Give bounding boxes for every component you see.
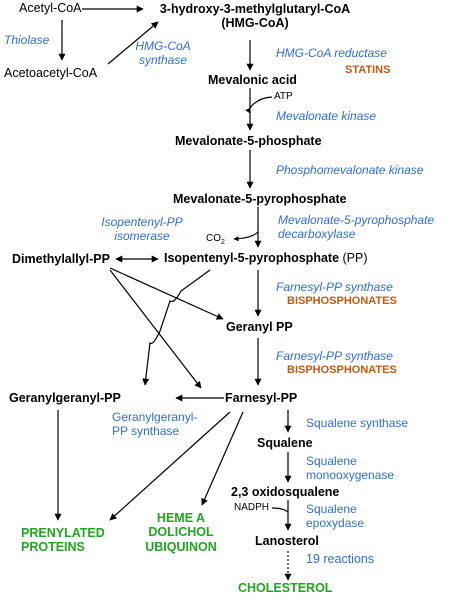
isopentenyl-pp-name: Isopentenyl-5-pyrophosphate — [164, 251, 340, 265]
hmg-coa-label: 3-hydroxy-3-methylglutaryl-CoA (HMG-CoA) — [142, 2, 368, 31]
ggpp-synthase-line1: Geranylgeranyl- — [112, 410, 198, 424]
arrow-acetoacetyl-to-hmg — [107, 21, 159, 65]
nadph-label: NADPH — [234, 502, 270, 513]
mevalonic-acid-label: Mevalonic acid — [208, 73, 297, 87]
prenylated-line2: PROTEINS — [21, 540, 85, 555]
atp-cofactor-curve — [245, 96, 273, 114]
isomerase-line1: Isopentenyl-PP — [101, 215, 183, 229]
atp-label: ATP — [274, 91, 293, 102]
isomerase-label: Isopentenyl-PP isomerase — [92, 215, 192, 244]
hmg-coa-synthase-line1: HMG-CoA — [135, 39, 191, 53]
nadph-cofactor-curve — [271, 507, 289, 513]
bisphosphonates-1-label: BISPHOSPHONATES — [287, 295, 397, 307]
geranylgeranyl-pp-label: Geranylgeranyl-PP — [9, 391, 121, 405]
hmg-coa-synthase-line2: synthase — [138, 52, 188, 67]
epoxydase-line1: Squalene — [306, 502, 357, 516]
farnesyl-pp-synthase-2-label: Farnesyl-PP synthase — [276, 349, 393, 363]
decarboxylase-line1: Mevalonate-5-pyrophosphate — [278, 213, 435, 227]
epoxydase-line2: epoxydase — [306, 515, 365, 530]
mevalonate-5-pyrophosphate-label: Mevalonate-5-pyrophosphate — [173, 192, 347, 206]
isopentenyl-pp-suffix: (PP) — [342, 251, 368, 265]
arrow-farnesyl-to-prenylated — [109, 411, 231, 521]
heme-line2: DOLICHOL — [148, 525, 214, 540]
co2-subscript: 2 — [221, 239, 225, 246]
isomerase-line2: isomerase — [114, 228, 170, 243]
farnesyl-pp-synthase-1-label: Farnesyl-PP synthase — [276, 280, 393, 294]
statins-label: STATINS — [345, 64, 391, 76]
hmg-coa-line1: 3-hydroxy-3-methylglutaryl-CoA — [159, 2, 351, 16]
acetoacetyl-coa-label: Acetoacetyl-CoA — [4, 66, 98, 80]
heme-line3: UBIQUINON — [145, 539, 217, 554]
arrow-dmapp-to-geranyl — [109, 267, 224, 320]
decarboxylase-line2: decarboxylase — [278, 226, 356, 241]
oxidosqualene-label: 2,3 oxidosqualene — [231, 485, 340, 499]
thiolase-label: Thiolase — [4, 33, 50, 47]
heme-dolichol-ubiquinon-label: HEME A DOLICHOL UBIQUINON — [136, 511, 226, 554]
hmg-coa-line2: (HMG-CoA) — [221, 16, 289, 31]
co2-release-curve — [233, 231, 259, 242]
mevalonate-kinase-label: Mevalonate kinase — [276, 109, 377, 123]
hmg-coa-synthase-label: HMG-CoA synthase — [128, 39, 198, 68]
squalene-synthase-label: Squalene synthase — [306, 416, 409, 430]
ggpp-synthase-line2: PP synthase — [112, 423, 180, 438]
squalene-monooxygenase-label: Squalene monooxygenase — [306, 454, 395, 483]
bisphosphonates-2-label: BISPHOSPHONATES — [287, 364, 397, 376]
acetyl-coa-label: Acetyl-CoA — [19, 1, 82, 15]
cholesterol-label: CHOLESTEROL — [238, 581, 333, 595]
co2-text: CO — [206, 233, 221, 244]
prenylated-line1: PRENYLATED — [21, 526, 105, 540]
arrow-dmapp-to-farnesyl — [109, 269, 202, 389]
monooxygenase-line2: monooxygenase — [306, 467, 395, 482]
arrow-farnesyl-to-heme — [201, 411, 244, 506]
monooxygenase-line1: Squalene — [306, 454, 357, 468]
phosphomevalonate-kinase-label: Phosphomevalonate kinase — [276, 163, 424, 177]
geranyl-pp-label: Geranyl PP — [226, 320, 293, 334]
nineteen-reactions-label: 19 reactions — [306, 552, 375, 566]
arrow-ipp-to-ggpp — [142, 269, 211, 386]
mevalonate-5-phosphate-label: Mevalonate-5-phosphate — [175, 134, 322, 148]
isopentenyl-pp-label: Isopentenyl-5-pyrophosphate (PP) — [164, 251, 368, 265]
squalene-label: Squalene — [257, 436, 313, 450]
co2-label: CO2 — [206, 233, 225, 247]
decarboxylase-label: Mevalonate-5-pyrophosphate decarboxylase — [278, 213, 435, 242]
dimethylallyl-pp-label: Dimethylallyl-PP — [12, 252, 110, 266]
squalene-epoxydase-label: Squalene epoxydase — [306, 502, 365, 531]
lanosterol-label: Lanosterol — [255, 534, 319, 548]
ggpp-synthase-label: Geranylgeranyl- PP synthase — [112, 410, 198, 439]
prenylated-proteins-label: PRENYLATED PROTEINS — [21, 526, 105, 555]
hmg-coa-reductase-label: HMG-CoA reductase — [276, 46, 387, 60]
farnesyl-pp-label: Farnesyl-PP — [225, 391, 298, 405]
heme-line1: HEME A — [156, 511, 206, 525]
